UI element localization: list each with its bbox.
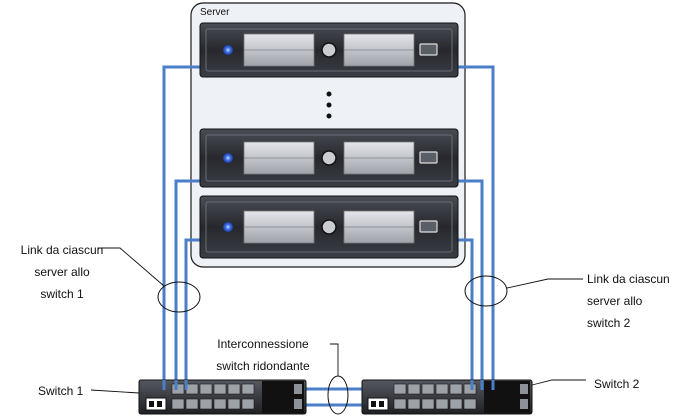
right-link-label-line-3: switch 2: [587, 316, 631, 330]
link-server1-switch1: [162, 65, 200, 390]
switch-1-label: Switch 1: [38, 384, 84, 398]
power-button-icon: [321, 219, 337, 235]
interconnect-highlight-ellipse: [327, 375, 349, 415]
switch2-leader: [531, 379, 586, 386]
right-link-label: Link da ciascun server allo switch 2: [587, 268, 683, 334]
link-server1-switch2: [458, 65, 495, 390]
usb-port-icon: [419, 220, 438, 233]
link-server3-switch1: [184, 238, 200, 390]
usb-port-icon: [419, 151, 438, 164]
server-unit-3: [199, 195, 459, 259]
vertical-ellipsis-icon: [326, 91, 332, 119]
server-group-title: Server: [200, 7, 230, 18]
switch1-leader: [90, 389, 140, 394]
left-link-label-line-3: switch 1: [40, 287, 84, 301]
switch-2-label: Switch 2: [594, 377, 640, 391]
left-link-label: Link da ciascun server allo switch 1: [17, 239, 107, 305]
interconnect-label-line-2: switch ridondante: [216, 359, 310, 373]
left-links-highlight-ellipse: [157, 281, 201, 313]
interconnect-label: Interconnessione switch ridondante: [198, 333, 328, 377]
power-button-icon: [321, 42, 337, 58]
power-led-icon: [223, 153, 233, 163]
leader-lines: [90, 247, 586, 394]
right-link-leader: [506, 278, 583, 289]
link-server2-switch2: [458, 179, 484, 390]
power-led-icon: [223, 45, 233, 55]
power-led-icon: [223, 222, 233, 232]
right-links-highlight-ellipse: [464, 275, 508, 307]
left-link-leader: [98, 247, 165, 287]
switch-1-device: [138, 379, 307, 415]
interconnect-leader: [330, 343, 339, 376]
link-server2-switch1: [174, 179, 200, 390]
left-link-label-line-2: server allo: [34, 265, 90, 279]
left-link-label-line-1: Link da ciascun: [20, 243, 104, 257]
right-link-label-line-2: server allo: [587, 294, 643, 308]
power-button-icon: [321, 150, 337, 166]
right-link-label-line-1: Link da ciascun: [587, 272, 670, 286]
link-server3-switch2: [458, 238, 474, 390]
switch-2-device: [361, 379, 533, 415]
usb-port-icon: [419, 43, 438, 56]
switch-1-ports: [171, 383, 255, 410]
interconnect-label-line-1: Interconnessione: [217, 337, 309, 351]
server-unit-1: [199, 22, 459, 78]
server-links: [162, 65, 495, 407]
link-entry-segments: [162, 380, 495, 390]
switch-2-ports: [393, 383, 477, 410]
server-unit-2: [199, 128, 459, 188]
